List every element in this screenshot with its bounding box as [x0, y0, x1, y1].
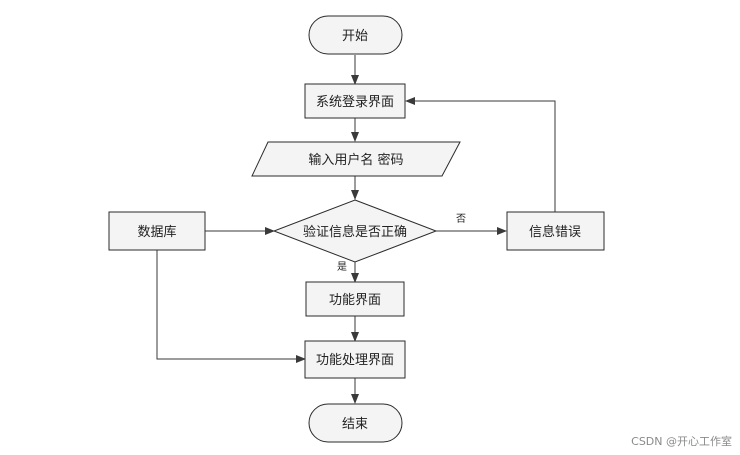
edge-label-no: 否: [456, 213, 466, 225]
verify-decision-label: 验证信息是否正确: [303, 224, 407, 240]
edge-label-yes: 是: [337, 261, 347, 273]
login-page-node: 系统登录界面: [304, 83, 406, 119]
input-credentials-node: 输入用户名 密码: [251, 141, 461, 177]
verify-decision-node: 验证信息是否正确: [272, 199, 438, 263]
function-page-node: 功能界面: [305, 281, 405, 317]
edge-error-to-login: [405, 97, 556, 212]
watermark: CSDN @开心工作室: [631, 435, 732, 448]
function-page-label: 功能界面: [329, 293, 381, 308]
start-node: 开始: [308, 15, 403, 55]
login-page-label: 系统登录界面: [316, 95, 394, 110]
error-node: 信息错误: [506, 211, 605, 251]
error-label: 信息错误: [529, 224, 581, 240]
database-label: 数据库: [137, 224, 176, 240]
input-credentials-label: 输入用户名 密码: [308, 152, 403, 168]
function-process-page-label: 功能处理界面: [316, 353, 394, 368]
end-node: 结束: [308, 403, 403, 443]
end-label: 结束: [342, 417, 368, 432]
function-process-page-node: 功能处理界面: [304, 340, 406, 379]
database-node: 数据库: [108, 211, 206, 251]
start-label: 开始: [342, 29, 368, 44]
edge-database-to-process: [156, 250, 306, 363]
